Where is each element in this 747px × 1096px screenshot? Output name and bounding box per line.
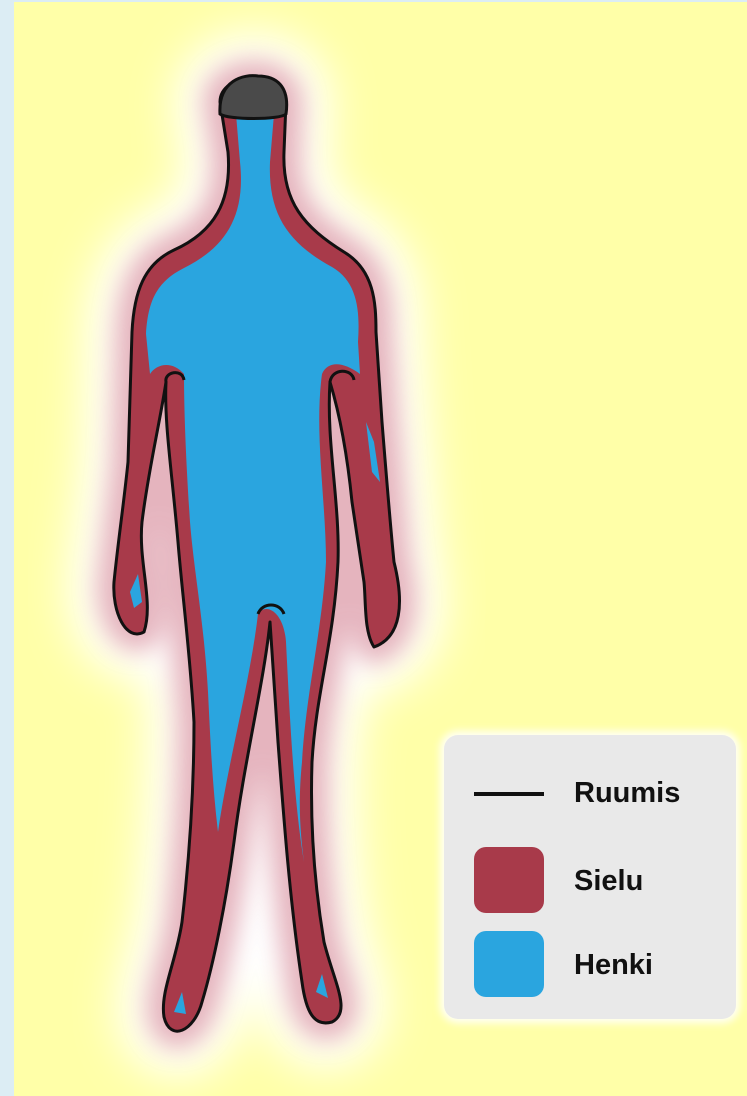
legend-swatch-henki bbox=[474, 931, 544, 997]
legend-item-ruumis: Ruumis bbox=[444, 759, 736, 829]
legend-label-ruumis: Ruumis bbox=[574, 777, 680, 810]
legend-line-icon bbox=[474, 792, 544, 796]
diagram-canvas: Ruumis Sielu Henki bbox=[14, 2, 747, 1096]
legend-item-sielu: Sielu bbox=[444, 847, 736, 917]
legend-label-sielu: Sielu bbox=[574, 865, 643, 898]
hair-cap bbox=[220, 76, 287, 119]
legend-box: Ruumis Sielu Henki bbox=[444, 735, 736, 1019]
legend-label-henki: Henki bbox=[574, 949, 653, 982]
legend-swatch-sielu bbox=[474, 847, 544, 913]
legend-item-henki: Henki bbox=[444, 931, 736, 1001]
